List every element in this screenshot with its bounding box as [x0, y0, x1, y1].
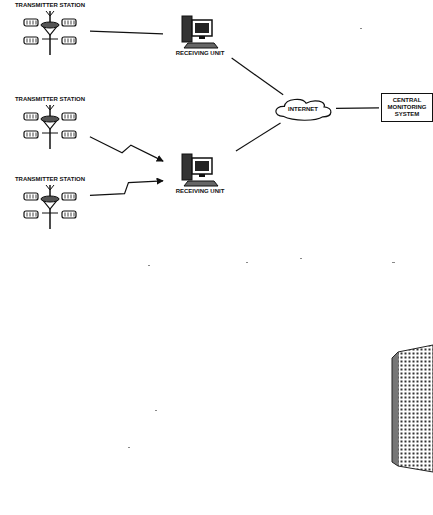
computer-node: RECEIVING UNIT: [165, 14, 235, 57]
antenna-icon: [20, 9, 80, 57]
network-link: [90, 31, 163, 34]
node-label: TRANSMITTER STATION: [12, 2, 88, 9]
server-rack: [392, 345, 433, 472]
radio-link: [90, 137, 163, 161]
node-label: RECEIVING UNIT: [165, 188, 235, 195]
transmitter-station: TRANSMITTER STATION: [12, 2, 88, 57]
transmitter-station: TRANSMITTER STATION: [12, 176, 88, 231]
computer-node: RECEIVING UNIT: [165, 152, 235, 195]
computer-icon: [174, 152, 226, 188]
node-label: RECEIVING UNIT: [165, 50, 235, 57]
node-label: TRANSMITTER STATION: [12, 176, 88, 183]
node-label: INTERNET: [288, 106, 318, 113]
network-link: [232, 58, 284, 95]
network-link: [236, 123, 281, 151]
antenna-icon: [20, 183, 80, 231]
radio-link: [90, 181, 163, 196]
transmitter-station: TRANSMITTER STATION: [12, 96, 88, 151]
scan-specks: [128, 28, 395, 448]
network-link: [336, 107, 379, 109]
network-cloud: INTERNET: [272, 96, 334, 122]
node-label: CENTRAL MONITORING SYSTEM: [385, 97, 429, 118]
system-box: CENTRAL MONITORING SYSTEM: [381, 93, 433, 122]
antenna-icon: [20, 103, 80, 151]
computer-icon: [174, 14, 226, 50]
node-label: TRANSMITTER STATION: [12, 96, 88, 103]
